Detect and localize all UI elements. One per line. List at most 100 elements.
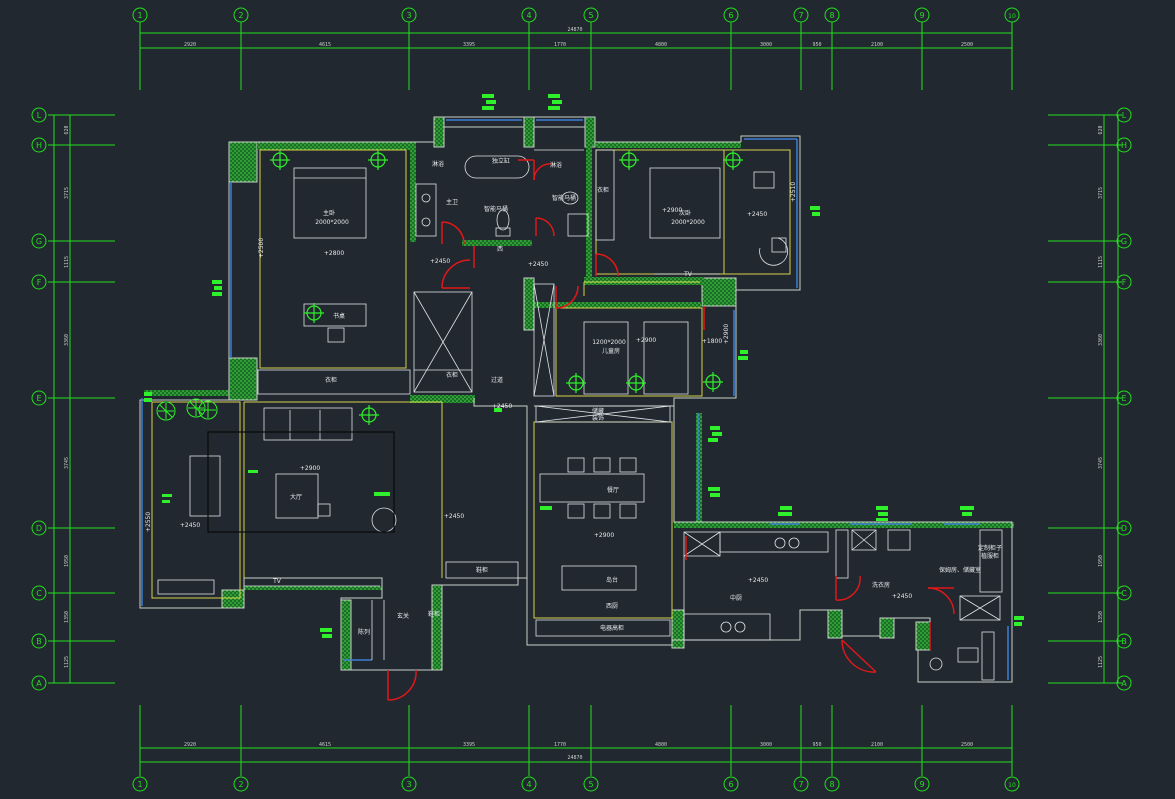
label-shower-1: 淋浴	[432, 160, 444, 168]
windows	[141, 119, 1009, 680]
label-living-room: 大厅	[290, 493, 302, 501]
label-wall-tag: 西	[497, 246, 503, 253]
axis-col-2-bottom: 2	[238, 780, 243, 789]
top-axis-lines	[139, 22, 1013, 90]
label-shoe-cab-2: 鞋柜	[428, 610, 440, 618]
axis-row-l-left: L	[37, 111, 42, 120]
green-tags	[144, 94, 1024, 638]
label-master-bath: 主卫	[446, 198, 458, 206]
label-living-side-level: +2450	[444, 513, 464, 520]
label-corridor: 过道	[491, 376, 503, 384]
dim-bottom-seg-6: 3000	[760, 742, 772, 748]
label-level-b: +2450	[528, 261, 548, 268]
label-shoe-cabinet: 鞋柜	[476, 566, 488, 574]
dimension-text-bottom: 24870 2920 4615 3395 1770 4800 3000 950 …	[184, 742, 973, 761]
dim-bottom-seg-8: 2100	[871, 742, 883, 748]
dimension-text-left: 1125 1350 1950 3745 3360 1115 3715 620	[64, 125, 70, 668]
label-living-level: +2900	[300, 465, 320, 472]
doors	[387, 159, 955, 701]
label-decor: 装饰	[592, 414, 604, 422]
dim-right-seg-4: 3745	[1098, 457, 1104, 469]
axis-col-4-top: 4	[526, 11, 531, 20]
label-smart-toilet-2: 智能马桶	[552, 194, 576, 202]
label-level-1800: +1800	[702, 338, 722, 345]
dim-top-seg-1: 2920	[184, 42, 196, 48]
label-balcony-level: +2450	[180, 522, 200, 529]
axis-col-9-top: 9	[919, 11, 924, 20]
label-cabinet-top: 储藏	[592, 407, 604, 415]
label-kids-room: 儿童房	[602, 347, 620, 355]
dimension-text-right: 1125 1350 1950 3745 3360 1115 3715 620	[1098, 125, 1104, 668]
dim-left-seg-6: 1115	[64, 256, 70, 268]
axis-row-h-left: H	[36, 141, 42, 150]
axis-col-9-bottom: 9	[919, 780, 924, 789]
dim-left-seg-8: 620	[64, 125, 70, 134]
column-bubbles-bottom	[132, 776, 1020, 792]
axis-col-4-bottom: 4	[526, 780, 531, 789]
label-second-side-level: +2450	[747, 211, 767, 218]
axis-col-2-top: 2	[238, 11, 243, 20]
dim-right-seg-8: 620	[1098, 125, 1104, 134]
axis-row-a-left: A	[36, 679, 42, 688]
dim-top-seg-8: 2100	[871, 42, 883, 48]
label-desk: 书桌	[333, 312, 345, 320]
axis-col-6-top: 6	[728, 11, 733, 20]
axis-row-c-right: C	[1121, 589, 1127, 598]
column-bubbles-top	[132, 7, 1020, 23]
interior-partitions	[151, 149, 791, 619]
label-tv-1: TV	[683, 271, 693, 278]
dim-top-seg-6: 3000	[760, 42, 772, 48]
dim-bottom-seg-5: 4800	[655, 742, 667, 748]
label-display: 陈列	[358, 628, 370, 636]
axis-col-3-bottom: 3	[406, 780, 411, 789]
label-smart-toilet: 智能马桶	[484, 205, 508, 213]
left-axis-lines	[48, 114, 115, 684]
dim-bottom-seg-1: 2920	[184, 742, 196, 748]
dim-right-seg-5: 3360	[1098, 334, 1104, 346]
dim-left-seg-3: 1950	[64, 555, 70, 567]
dim-top-seg-7: 950	[812, 42, 821, 48]
axis-col-5-top: 5	[588, 11, 593, 20]
label-master-bedroom: 主卧	[323, 209, 335, 217]
furniture-lines	[157, 149, 1003, 681]
dim-top-seg-5: 4800	[655, 42, 667, 48]
label-kitchen-level: +2450	[748, 577, 768, 584]
column-labels-top: 1 2 3 4 5 6 7 8 9 10	[137, 11, 1016, 20]
label-western-kitchen: 西厨	[606, 603, 618, 610]
axis-row-d-right: D	[1121, 524, 1127, 533]
axis-row-g-right: G	[1121, 237, 1127, 246]
axis-col-5-bottom: 5	[588, 780, 593, 789]
label-tv-2: TV	[272, 578, 282, 585]
label-master-bed-size: 2000*2000	[315, 219, 349, 226]
label-second-bed-size: 2000*2000	[671, 219, 705, 226]
light-fixtures	[270, 150, 743, 425]
dim-top-seg-2: 4615	[319, 42, 331, 48]
axis-col-7-top: 7	[798, 11, 803, 20]
label-kitchen: 中厨	[730, 594, 742, 602]
dim-bottom-seg-2: 4615	[319, 742, 331, 748]
dim-top-seg-9: 2500	[961, 42, 973, 48]
label-kids-bed: 1200*2000	[592, 339, 626, 346]
label-custom-2: 植服柜	[981, 552, 999, 560]
label-entrance: 玄关	[397, 612, 409, 620]
right-axis-lines	[1048, 114, 1122, 684]
dim-right-seg-1: 1125	[1098, 656, 1104, 668]
axis-col-10-bottom: 10	[1008, 782, 1016, 789]
dim-left-seg-4: 3745	[64, 457, 70, 469]
dim-bottom-seg-9: 2500	[961, 742, 973, 748]
dim-top-seg-4: 1770	[554, 42, 566, 48]
axis-row-b-right: B	[1121, 637, 1127, 646]
label-kids-level: +2900	[636, 337, 656, 344]
label-island: 岛台	[606, 576, 618, 584]
room-labels: 主卧 2000*2000 +2800 书桌 衣柜 淋浴 独立缸 主卫 智能马桶 …	[145, 157, 1002, 636]
axis-row-f-left: F	[37, 278, 42, 287]
dim-bottom-total: 24870	[567, 755, 582, 761]
label-second-bedroom: 次卧	[679, 209, 691, 217]
label-bathtub: 独立缸	[492, 157, 510, 165]
dim-bottom-seg-3: 3395	[463, 742, 475, 748]
axis-col-1-bottom: 1	[137, 780, 142, 789]
axis-col-7-bottom: 7	[798, 780, 803, 789]
label-balcony-height: +2550	[145, 512, 152, 532]
